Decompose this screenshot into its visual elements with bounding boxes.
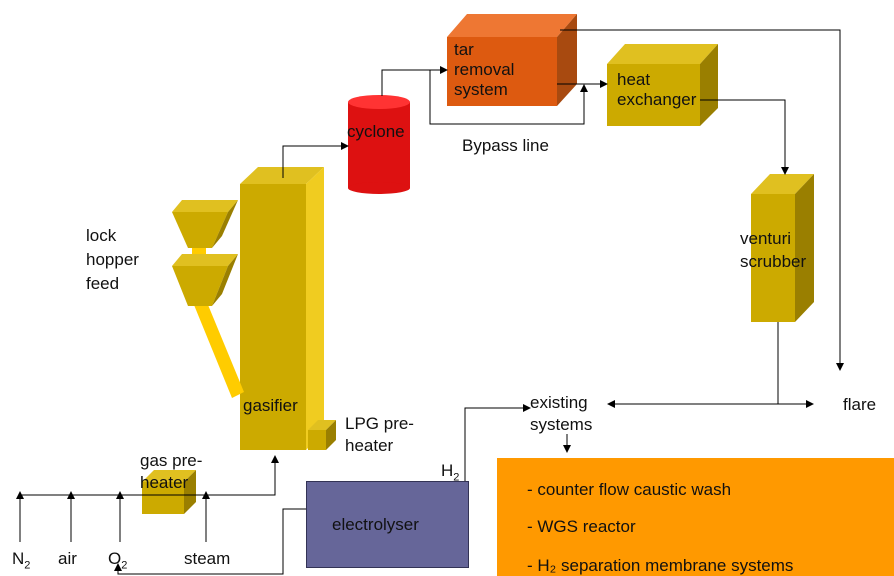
gas-preheater-line-2: heater [140, 473, 189, 492]
cyclone-cylinder [348, 95, 410, 194]
flare-label: flare [843, 395, 877, 414]
lpg-line-2: heater [345, 436, 394, 455]
input-n2-label: N2 [12, 548, 30, 576]
process-item-h2-membrane: - H₂ separation membrane systems [527, 556, 794, 575]
cyclone-label: cyclone [347, 122, 405, 141]
gasifier-column [240, 167, 336, 450]
venturi-line-1: venturi [740, 229, 792, 248]
o2-subscript: 2 [121, 559, 128, 572]
heat-exchanger-line-2: exchanger [617, 90, 697, 109]
input-air-label: air [58, 549, 77, 568]
lock-hopper-line-1: lock [86, 226, 117, 245]
downstream-process-box: - counter flow caustic wash - WGS reacto… [497, 458, 894, 576]
n2-symbol: N [12, 549, 25, 568]
existing-systems-label: existing systems [530, 392, 592, 436]
gas-preheater-box [142, 470, 196, 514]
venturi-line-2: scrubber [740, 252, 807, 271]
venturi-scrubber-box [751, 174, 814, 322]
gas-preheater-line-1: gas pre- [140, 451, 203, 470]
lpg-line-1: LPG pre- [345, 414, 414, 433]
existing-line-1: existing [530, 393, 588, 412]
o2-symbol: O [108, 549, 122, 568]
bypass-line-label: Bypass line [462, 136, 549, 155]
input-steam-label: steam [184, 549, 231, 568]
h2-label: H2 [441, 460, 459, 488]
tar-removal-line-1: tar [454, 40, 474, 59]
heat-exchanger-label: heat exchanger [617, 70, 696, 110]
process-item-caustic-wash: - counter flow caustic wash [527, 480, 732, 499]
heat-exchanger-line-1: heat [617, 70, 651, 89]
lock-hopper-line-3: feed [86, 274, 120, 293]
tar-removal-box [447, 14, 577, 106]
feed-chute [192, 300, 244, 398]
input-o2-label: O2 [108, 548, 127, 576]
tar-removal-line-2: removal [454, 60, 515, 79]
tar-removal-label: tar removal system [454, 40, 514, 100]
gasifier-label: gasifier [243, 396, 298, 415]
existing-line-2: systems [530, 415, 593, 434]
tar-removal-line-3: system [454, 80, 508, 99]
gas-preheater-label: gas pre- heater [140, 450, 202, 494]
lpg-preheater-label: LPG pre- heater [345, 413, 414, 457]
lock-hopper-lower [172, 254, 238, 306]
n2-subscript: 2 [24, 559, 31, 572]
flow-lines [16, 29, 844, 575]
electrolyser-box: electrolyser [306, 481, 469, 568]
venturi-scrubber-label: venturi scrubber [740, 227, 806, 273]
electrolyser-label: electrolyser [332, 515, 419, 534]
h2-symbol: H [441, 461, 454, 480]
h2-subscript: 2 [453, 471, 460, 484]
process-item-wgs-reactor: - WGS reactor [527, 517, 636, 536]
lock-hopper-line-2: hopper [86, 250, 139, 269]
lock-hopper-upper [172, 200, 238, 268]
heat-exchanger-box [607, 44, 718, 126]
lock-hopper-feed-label: lock hopper feed [86, 224, 139, 296]
